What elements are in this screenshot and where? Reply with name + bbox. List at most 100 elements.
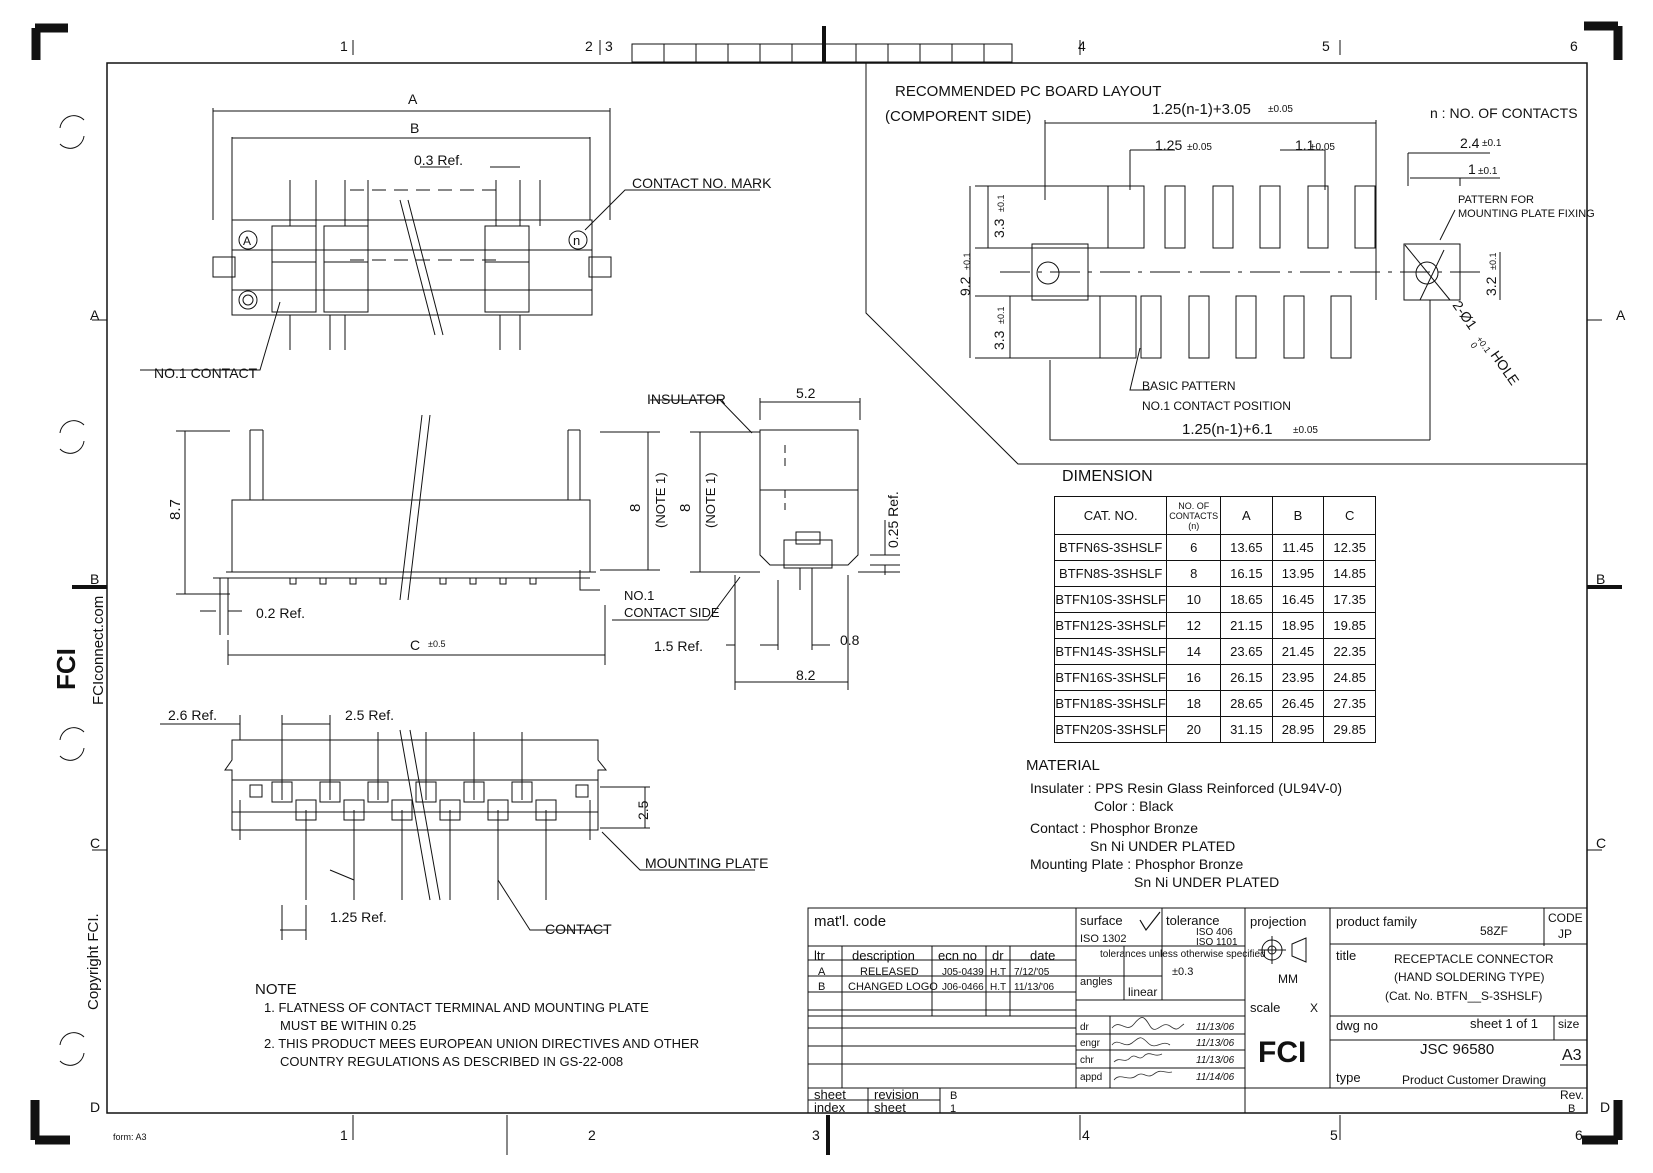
pcb-hole: 2-Ø1: [1450, 298, 1481, 333]
zone-col-2-bottom: 2: [588, 1127, 596, 1143]
tb-mm: MM: [1278, 972, 1298, 986]
pcb-title: RECOMMENDED PC BOARD LAYOUT: [895, 83, 1161, 100]
signature-engr: [1111, 1037, 1171, 1047]
cell: 16: [1166, 664, 1222, 691]
pcb-bot-tol: ±0.05: [1293, 425, 1318, 436]
tb-rev: Rev.: [1560, 1088, 1584, 1102]
tb-rev-a-dr: H.T: [990, 967, 1006, 978]
note-line-3: 2. THIS PRODUCT MEES EUROPEAN UNION DIRE…: [264, 1036, 699, 1051]
pcb-h33-bot: 3.3: [991, 330, 1007, 350]
tb-linear-val: ±0.3: [1172, 966, 1193, 978]
cell: 22.35: [1323, 638, 1376, 665]
pcb-fix-1: PATTERN FOR: [1458, 194, 1534, 206]
cell: BTFN14S-3SHSLF: [1053, 638, 1168, 665]
tb-angles: angles: [1080, 976, 1113, 988]
pcb-top-dim: 1.25(n-1)+3.05: [1152, 101, 1251, 118]
note1-b: (NOTE 1): [703, 472, 718, 528]
tb-rev-b-cell: B: [950, 1090, 957, 1102]
pcb-subtitle: (COMPORENT SIDE): [885, 108, 1031, 125]
col-cat-no: CAT. NO.: [1053, 496, 1168, 535]
pcb-1-tol: ±0.1: [1478, 166, 1498, 177]
tb-rev-a-desc: RELEASED: [860, 966, 919, 978]
pcb-pitch-125: 1.25: [1155, 137, 1182, 153]
tb-revision-label: revision: [874, 1087, 919, 1102]
pcb-fix-2: MOUNTING PLATE FIXING: [1458, 208, 1595, 220]
pcb-bot-dim: 1.25(n-1)+6.1: [1182, 421, 1272, 438]
signature-chr: [1113, 1053, 1163, 1063]
signature-appd: [1113, 1070, 1173, 1081]
cell: 8: [1166, 560, 1222, 587]
cell: 16.15: [1220, 560, 1273, 587]
zone-row-d: D: [90, 1099, 100, 1115]
tb-scale-val: X: [1310, 1001, 1318, 1015]
cell: 23.95: [1271, 664, 1325, 691]
tb-tolerance: tolerance: [1166, 913, 1219, 928]
tb-rev-b-ltr: B: [818, 981, 825, 993]
dim-25-ref: 2.5 Ref.: [345, 707, 394, 723]
tb-pf-val: 58ZF: [1480, 924, 1508, 938]
tb-dwg-val: JSC 96580: [1420, 1041, 1494, 1058]
cell: 31.15: [1220, 716, 1273, 743]
tb-logo: FCI: [1258, 1036, 1306, 1069]
tb-title-3: (Cat. No. BTFN__S-3SHSLF): [1385, 989, 1542, 1003]
note-line-2: MUST BE WITHIN 0.25: [280, 1018, 416, 1033]
tb-dwg-no: dwg no: [1336, 1018, 1378, 1033]
zone-col-5: 5: [1322, 38, 1330, 54]
pcb-24: 2.4: [1460, 135, 1480, 151]
tb-matl: mat'l. code: [814, 913, 886, 930]
zone-col-3: 3: [605, 38, 613, 54]
tb-hdr-date: date: [1030, 948, 1055, 963]
cell: 18.95: [1271, 612, 1325, 639]
tb-title-2: (HAND SOLDERING TYPE): [1394, 970, 1544, 984]
cell: 13.95: [1271, 560, 1325, 587]
tb-hdr-ecn: ecn no: [938, 948, 977, 963]
col-c: C: [1323, 496, 1376, 535]
dim-26-ref: 2.6 Ref.: [168, 707, 217, 723]
zone-row-a: A: [90, 307, 100, 323]
zone-col-4: 4: [1078, 38, 1086, 54]
pcb-top-tol: ±0.05: [1268, 104, 1293, 115]
zone-row-c: C: [90, 835, 100, 851]
insulator-label: INSULATOR: [647, 391, 726, 407]
tb-sheet: sheet 1 of 1: [1470, 1016, 1538, 1031]
tb-rev-a-ecn: J05-0439: [942, 967, 984, 978]
side-logo: FCI: [51, 648, 81, 690]
dim-03-ref: 0.3 Ref.: [414, 152, 463, 168]
note-line-1: 1. FLATNESS OF CONTACT TERMINAL AND MOUN…: [264, 1000, 649, 1015]
material-line-1: Insulater : PPS Resin Glass Reinforced (…: [1030, 780, 1342, 796]
cell: 12: [1166, 612, 1222, 639]
zone-col-6: 6: [1570, 38, 1578, 54]
cell: 19.85: [1323, 612, 1376, 639]
tb-code-val: JP: [1558, 927, 1572, 941]
cell: 21.15: [1220, 612, 1273, 639]
tb-title-1: RECEPTACLE CONNECTOR: [1394, 952, 1554, 966]
side-url: FCIconnect.com: [90, 596, 107, 705]
dim-b: B: [410, 120, 419, 136]
tb-title-label: title: [1336, 948, 1356, 963]
tb-sheet-1-cell: 1: [950, 1103, 956, 1115]
col-contacts: NO. OF CONTACTS (n): [1166, 496, 1222, 535]
cell: 11.45: [1271, 534, 1325, 561]
cell: 28.95: [1271, 716, 1325, 743]
contact-no-mark-label: CONTACT NO. MARK: [632, 175, 772, 191]
zone-row-b-right: B: [1596, 571, 1605, 587]
cell: 27.35: [1323, 690, 1376, 717]
tb-rev-b-date: 11/13/'06: [1014, 982, 1055, 993]
side-copyright: Copyright FCI.: [85, 913, 102, 1010]
zone-row-c-right: C: [1596, 835, 1606, 851]
cell: 21.45: [1271, 638, 1325, 665]
pcb-h33-bot-tol: ±0.1: [996, 307, 1006, 324]
pcb-hole-tol2: 0: [1468, 340, 1479, 350]
dim-025-ref: 0.25 Ref.: [885, 491, 901, 548]
dim-82: 8.2: [796, 667, 816, 683]
cell: 10: [1166, 586, 1222, 613]
cell: BTFN6S-3SHSLF: [1053, 534, 1168, 561]
dim-8-b: 8: [677, 504, 694, 512]
no1-contact-label: NO.1 CONTACT: [154, 365, 258, 381]
cell: 29.85: [1323, 716, 1376, 743]
tb-index-label: index: [814, 1100, 846, 1115]
tb-surface: surface: [1080, 913, 1123, 928]
